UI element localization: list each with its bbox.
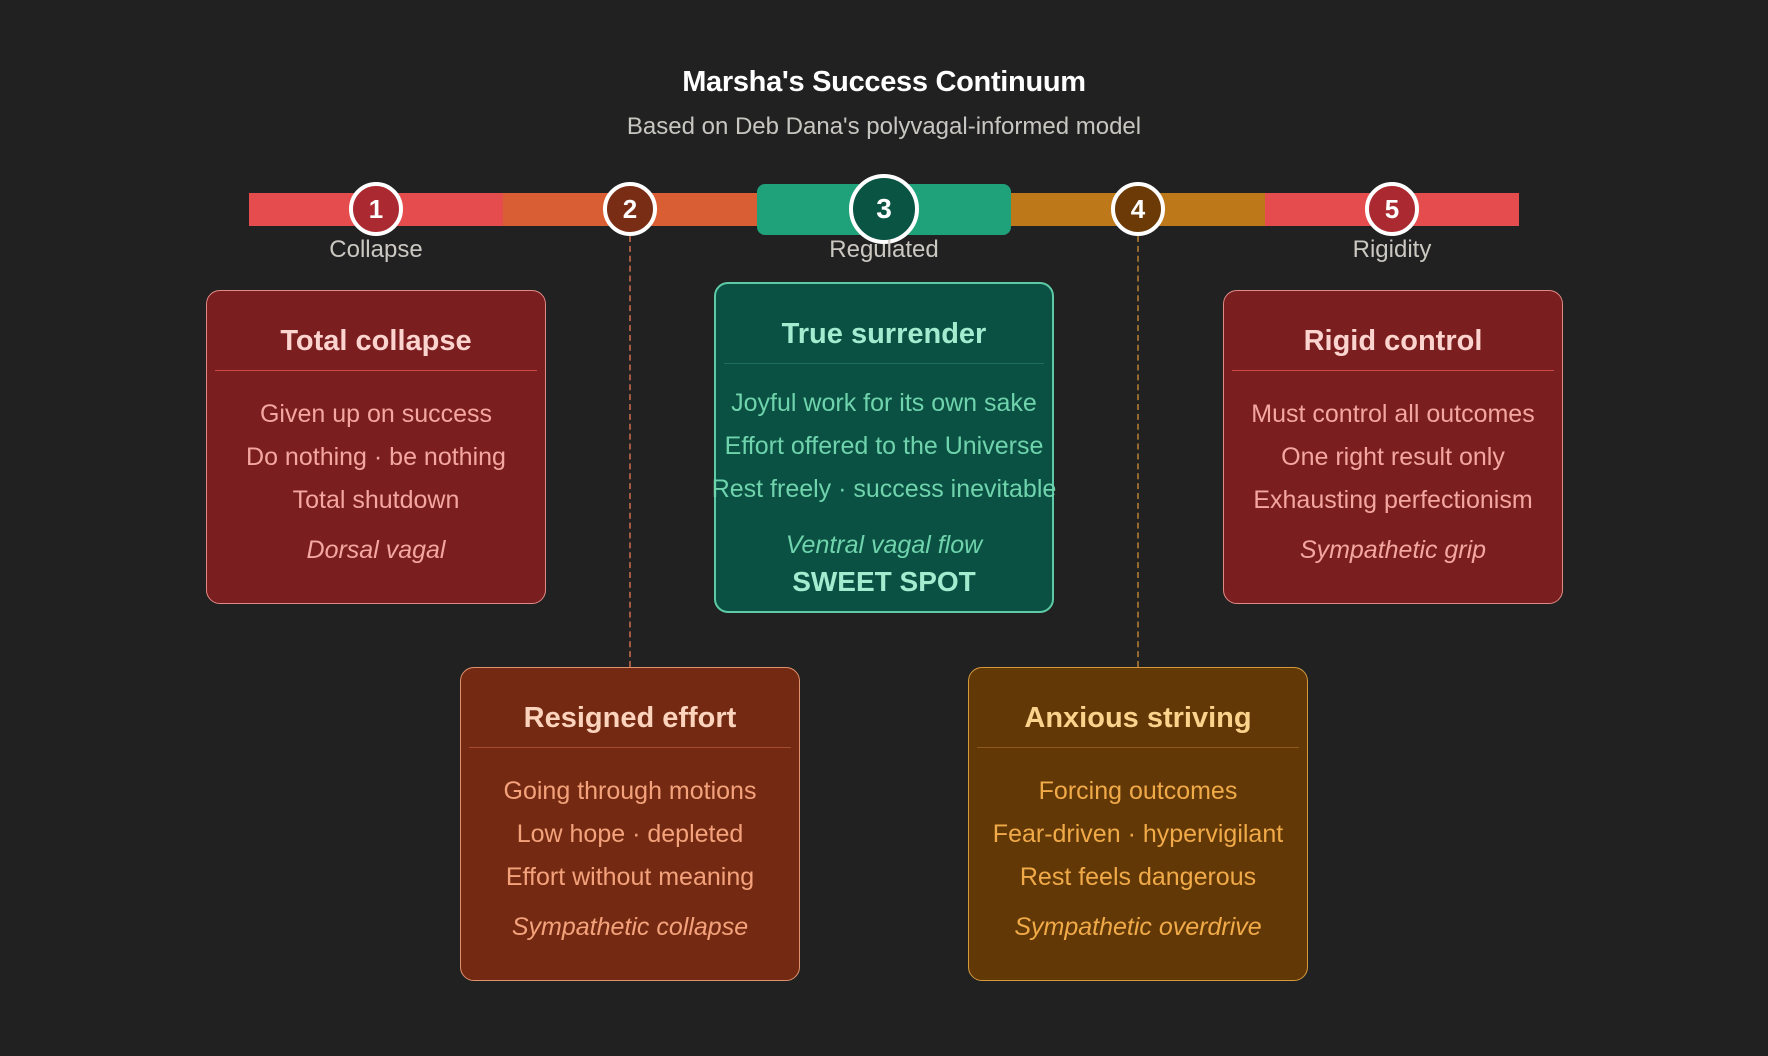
node-3-number: 3 <box>876 193 892 224</box>
card-divider <box>215 370 537 371</box>
diagram-title: Marsha's Success Continuum <box>682 66 1086 98</box>
card-line: Do nothing · be nothing <box>246 443 506 471</box>
node-3[interactable]: 3 <box>849 174 919 244</box>
node-label-collapse: Collapse <box>329 236 423 263</box>
node-2[interactable]: 2 <box>603 182 657 236</box>
card-anxious-striving: Anxious striving Forcing outcomes Fear-d… <box>968 667 1308 981</box>
card-line: Joyful work for its own sake <box>731 389 1037 417</box>
node-label-rigidity: Rigidity <box>1352 236 1432 263</box>
diagram-subtitle: Based on Deb Dana's polyvagal-informed m… <box>626 113 1142 140</box>
card-true-surrender: True surrender Joyful work for its own s… <box>712 282 1056 613</box>
card-state: Sympathetic collapse <box>511 913 749 941</box>
card-title: True surrender <box>781 318 987 350</box>
card-line: Effort offered to the Universe <box>724 432 1044 460</box>
card-state: Sympathetic grip <box>1299 536 1487 564</box>
sweet-spot-badge: SWEET SPOT <box>792 566 976 597</box>
card-line: Going through motions <box>503 777 757 805</box>
card-state: Dorsal vagal <box>306 536 446 564</box>
card-line: Effort without meaning <box>505 863 755 891</box>
card-line: Rest freely · success inevitable <box>711 475 1057 503</box>
connector-node-2 <box>629 236 631 667</box>
card-line: Exhausting perfectionism <box>1253 486 1533 514</box>
card-state: Ventral vagal flow <box>785 531 983 559</box>
node-1-number: 1 <box>368 193 384 224</box>
card-line: Given up on success <box>259 400 493 428</box>
card-line: Must control all outcomes <box>1251 400 1535 428</box>
card-line: Low hope · depleted <box>516 820 744 848</box>
node-4-number: 4 <box>1130 193 1146 224</box>
card-line: Forcing outcomes <box>1038 777 1238 805</box>
card-total-collapse: Total collapse Given up on success Do no… <box>206 290 546 604</box>
card-rigid-control: Rigid control Must control all outcomes … <box>1223 290 1563 604</box>
card-resigned-effort: Resigned effort Going through motions Lo… <box>460 667 800 981</box>
card-title: Rigid control <box>1303 325 1483 357</box>
node-1[interactable]: 1 <box>349 182 403 236</box>
card-line: Rest feels dangerous <box>1019 863 1257 891</box>
node-5[interactable]: 5 <box>1365 182 1419 236</box>
card-divider <box>469 747 791 748</box>
card-line: Total shutdown <box>292 486 460 514</box>
card-divider <box>724 363 1044 364</box>
card-title: Total collapse <box>280 325 472 357</box>
card-line: Fear-driven · hypervigilant <box>992 820 1284 848</box>
node-4[interactable]: 4 <box>1111 182 1165 236</box>
card-state: Sympathetic overdrive <box>1014 913 1262 941</box>
card-divider <box>977 747 1299 748</box>
connector-node-4 <box>1137 236 1139 667</box>
card-title: Anxious striving <box>1024 702 1252 734</box>
card-title: Resigned effort <box>523 702 737 734</box>
node-5-number: 5 <box>1384 193 1400 224</box>
node-label-regulated: Regulated <box>829 236 939 263</box>
card-divider <box>1232 370 1554 371</box>
card-line: One right result only <box>1281 443 1505 471</box>
node-2-number: 2 <box>622 193 638 224</box>
